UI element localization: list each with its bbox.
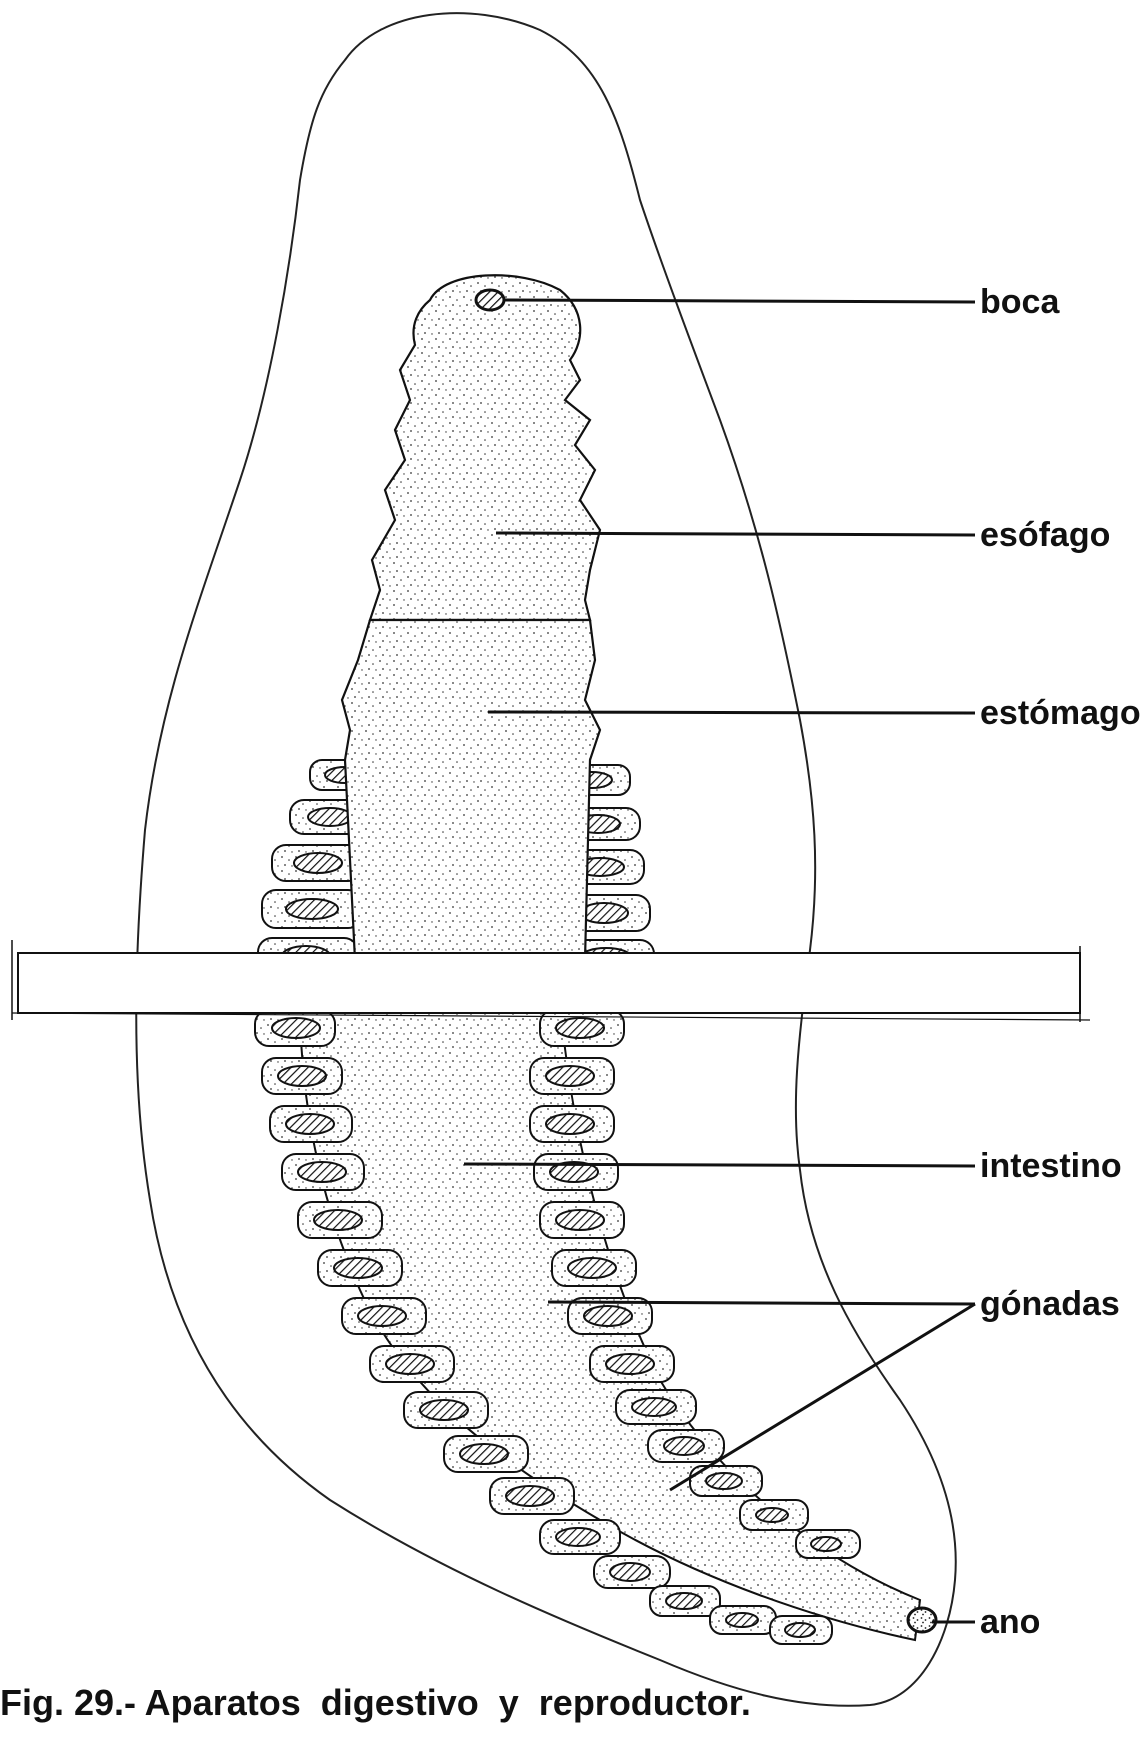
- esophagus: [370, 275, 600, 620]
- label-boca: boca: [980, 283, 1060, 321]
- label-intestino: intestino: [980, 1147, 1122, 1185]
- label-gonadas: gónadas: [980, 1285, 1120, 1323]
- label-estomago: estómago: [980, 694, 1140, 732]
- stomach: [342, 620, 600, 960]
- figure-caption: Fig. 29.- Aparatos digestivo y reproduct…: [0, 1682, 751, 1723]
- label-ano: ano: [980, 1603, 1040, 1641]
- section-strip: [18, 953, 1080, 1013]
- anus: [908, 1608, 936, 1632]
- mouth: [476, 290, 504, 310]
- label-esofago: esófago: [980, 516, 1110, 554]
